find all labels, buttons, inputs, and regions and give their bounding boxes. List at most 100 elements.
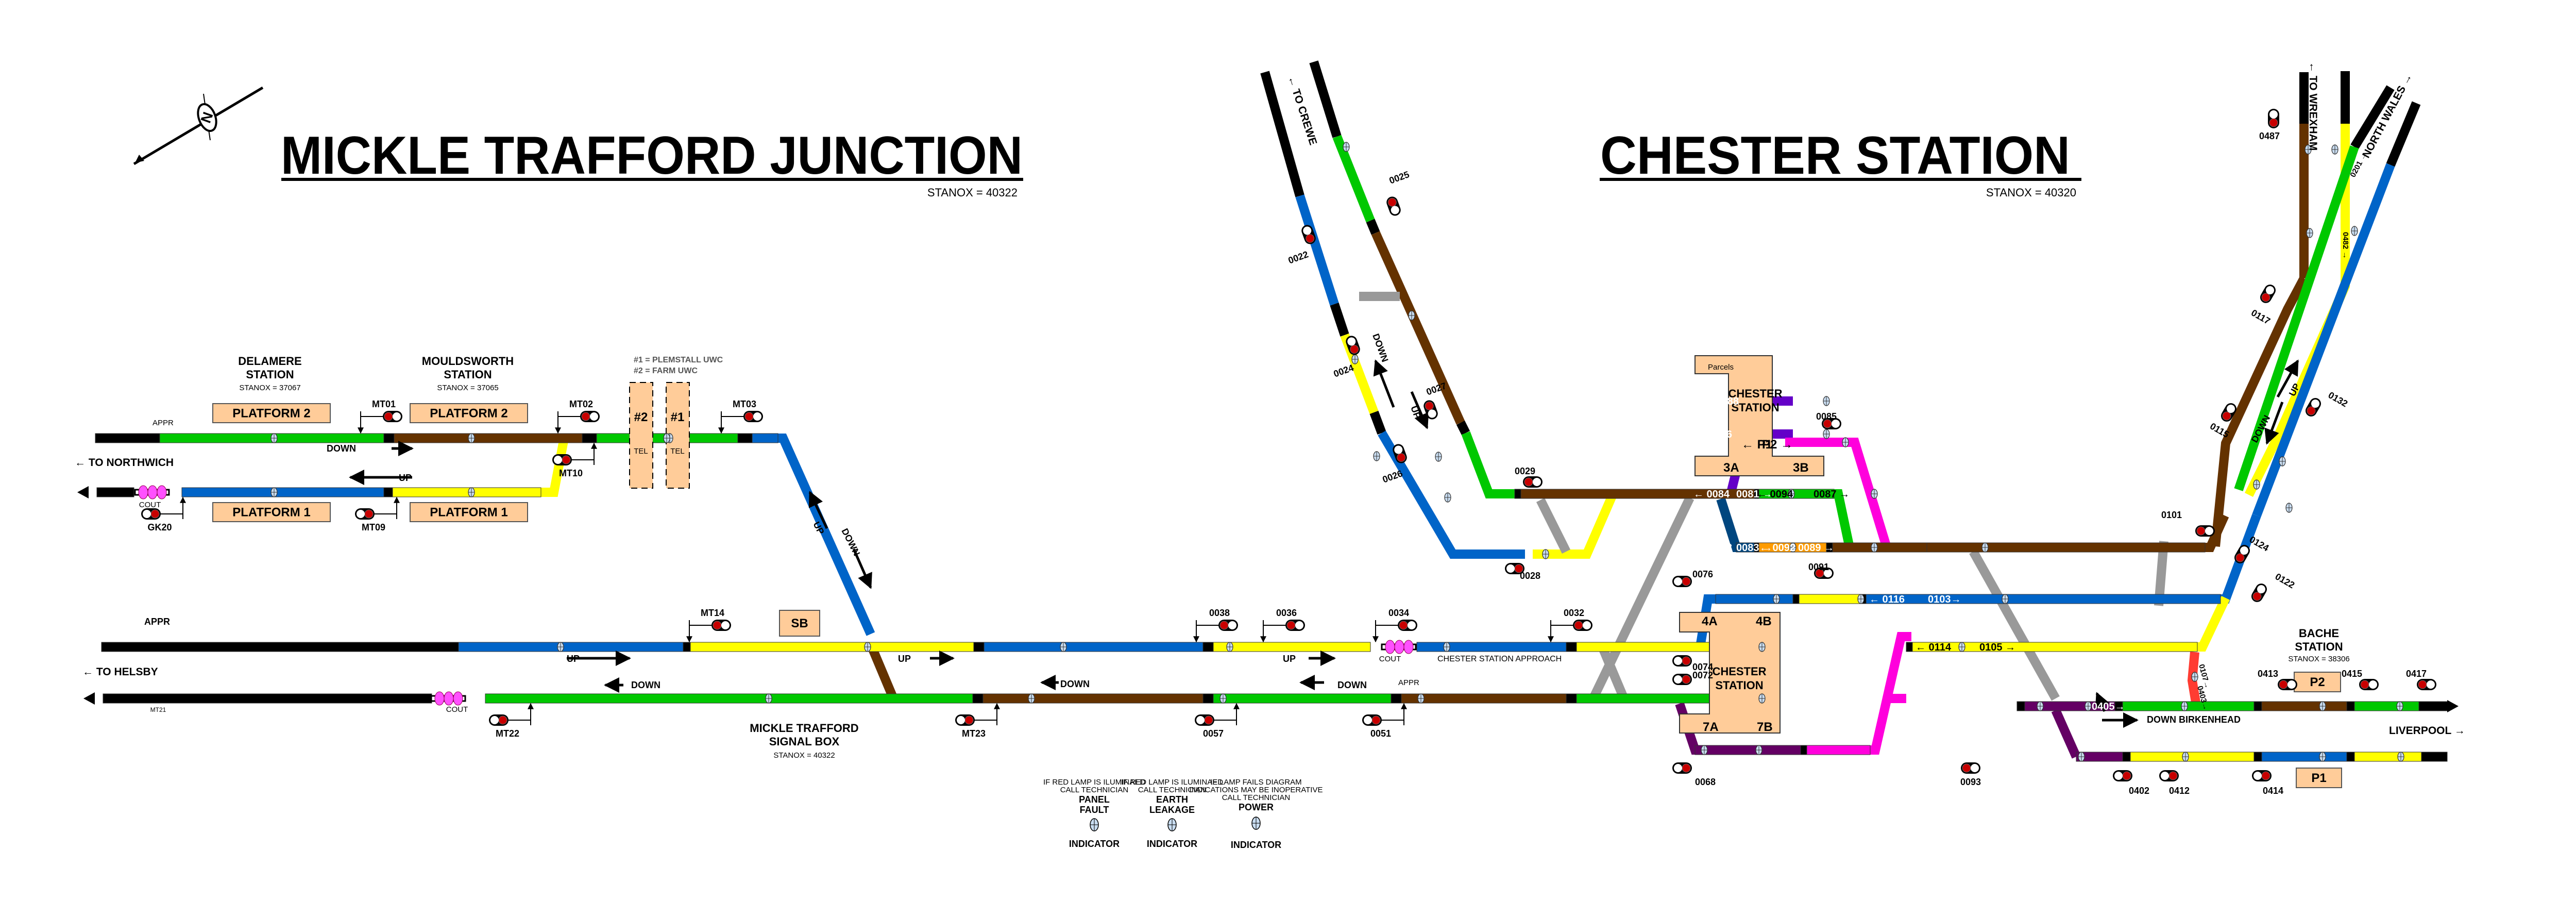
signal-head-icon[interactable]	[1961, 762, 1980, 774]
signal-head-icon[interactable]	[711, 620, 731, 631]
track-section-yellow[interactable]	[2130, 752, 2255, 762]
signal-head-icon[interactable]	[1523, 476, 1543, 488]
track-joint[interactable]	[1330, 303, 1349, 337]
signal-mt10[interactable]: MT10	[552, 442, 597, 478]
signal-head-icon[interactable]	[1672, 576, 1692, 587]
signal-s0029[interactable]: 0029	[1515, 466, 1543, 488]
signal-s0412[interactable]: 0412	[2159, 770, 2190, 796]
track-section-blue[interactable]	[752, 433, 778, 443]
signal-s0074[interactable]: 0074	[1672, 655, 1713, 672]
track-section-black[interactable]	[383, 433, 395, 443]
track-crewe-up-blue-2[interactable]	[1378, 430, 1525, 559]
signal-head-icon[interactable]	[552, 454, 572, 465]
track-joint[interactable]	[1369, 410, 1386, 435]
signal-s0027[interactable]: 0027	[1422, 380, 1448, 421]
signal-mt22[interactable]: MT22	[489, 703, 534, 739]
track-nw-black[interactable]	[2350, 85, 2395, 149]
track-section-brown[interactable]	[1832, 542, 1927, 553]
signal-mt14[interactable]: MT14	[686, 608, 731, 643]
signal-head-icon[interactable]	[2278, 679, 2297, 690]
signal-head-icon[interactable]	[383, 411, 402, 422]
track-section-black[interactable]	[2122, 752, 2131, 762]
track-section-brown[interactable]	[394, 433, 583, 443]
signal-head-icon[interactable]	[1672, 655, 1692, 667]
track-section-blue[interactable]	[1416, 642, 1567, 652]
destination-liverpool[interactable]: LIVERPOOL →	[2389, 725, 2465, 737]
signal-head-icon[interactable]	[2252, 770, 2272, 781]
track-crewe-up-blue[interactable]	[1295, 194, 1339, 306]
track-section-black[interactable]	[1391, 693, 1402, 704]
signal-head-icon[interactable]	[2417, 679, 2436, 690]
signal-head-icon[interactable]	[2159, 770, 2179, 781]
track-wrexham-brown-2[interactable]	[2211, 276, 2308, 547]
track-section-yellow[interactable]	[1799, 594, 1860, 604]
signal-head-icon[interactable]	[1385, 195, 1402, 217]
track-section-black[interactable]	[2253, 752, 2262, 762]
track-section-yellow[interactable]	[1912, 642, 2198, 652]
track-section-black[interactable]	[582, 433, 597, 443]
indicator-lamp-icon[interactable]	[1090, 818, 1099, 831]
track-section-black[interactable]	[96, 487, 134, 497]
track-0078[interactable]	[1716, 497, 1757, 552]
track-nw-blue-black[interactable]	[2386, 101, 2421, 167]
track-nw-blue[interactable]	[2252, 163, 2395, 518]
signal-head-icon[interactable]	[2249, 581, 2269, 604]
signal-s0076[interactable]: 0076	[1672, 569, 1713, 587]
indicator-lamp-icon[interactable]	[1167, 818, 1177, 831]
signal-s0413[interactable]: 0413	[2258, 669, 2297, 690]
track-section-darkpurple[interactable]	[1694, 745, 1801, 755]
track-section-blue[interactable]	[181, 487, 384, 497]
track-section-black[interactable]	[972, 693, 984, 704]
track-section-black[interactable]	[683, 642, 691, 652]
track-section-black[interactable]	[1202, 642, 1214, 652]
signal-head-icon[interactable]	[1398, 620, 1417, 631]
track-section-black[interactable]	[1514, 489, 1521, 499]
signal-s0122[interactable]: 0122	[2249, 571, 2296, 604]
track-section-black[interactable]	[1800, 745, 1807, 755]
track-joint[interactable]	[1366, 219, 1380, 235]
track-section-black[interactable]	[2418, 701, 2449, 711]
signal-s0417[interactable]: 0417	[2406, 669, 2436, 690]
signal-mt09[interactable]: MT09	[355, 496, 400, 532]
signal-head-icon[interactable]	[2219, 401, 2239, 424]
track-crewe-down-green-2[interactable]	[1461, 431, 1515, 498]
track-crewe-down-black[interactable]	[1309, 60, 1342, 138]
signal-head-icon[interactable]	[1218, 620, 1238, 631]
signal-head-icon[interactable]	[1285, 620, 1305, 631]
track-section-black[interactable]	[973, 642, 985, 652]
track-crewe-up-black[interactable]	[1260, 71, 1304, 197]
track-section-green[interactable]	[1213, 693, 1392, 704]
signal-head-icon[interactable]	[1300, 223, 1317, 245]
signal-s0115[interactable]: 0115	[2208, 401, 2239, 440]
track-section-black[interactable]	[2253, 701, 2262, 711]
signal-head-icon[interactable]	[1362, 714, 1382, 726]
track-section-green[interactable]	[2122, 701, 2255, 711]
track-purple-up[interactable]	[2051, 708, 2081, 759]
signal-0036[interactable]: 0036	[1260, 608, 1305, 643]
destination-helsby[interactable]: ← TO HELSBY	[82, 666, 158, 678]
destination-crewe[interactable]: ← TO CREWE	[1285, 74, 1319, 146]
track-section-yellow[interactable]	[392, 487, 541, 497]
signal-head-icon[interactable]	[2359, 679, 2379, 690]
track-section-black[interactable]	[1566, 642, 1577, 652]
track-0105-up[interactable]	[2197, 596, 2230, 652]
track-section-yellow[interactable]	[1213, 642, 1371, 652]
signal-s0414[interactable]: 0414	[2252, 770, 2283, 796]
signal-head-icon[interactable]	[1672, 674, 1692, 685]
signal-head-icon[interactable]	[2113, 770, 2132, 781]
signal-head-icon[interactable]	[1822, 418, 1841, 429]
track-0107-red[interactable]	[2187, 652, 2200, 703]
signal-head-icon[interactable]	[580, 411, 600, 422]
track-section-blue[interactable]	[1715, 594, 1793, 604]
signal-s0025[interactable]: 0025	[1385, 169, 1411, 217]
track-0087-green[interactable]	[1834, 489, 1854, 548]
signal-s0117[interactable]: 0117	[2249, 282, 2278, 326]
signal-s0068[interactable]: 0068	[1672, 762, 1716, 787]
signal-s0072[interactable]: 0072	[1672, 670, 1713, 685]
track-section-black[interactable]	[1906, 642, 1913, 652]
signal-head-icon[interactable]	[1672, 762, 1692, 774]
signal-head-icon[interactable]	[141, 508, 161, 520]
signal-s0124[interactable]: 0124	[2232, 534, 2270, 565]
track-section-brown[interactable]	[1926, 542, 2206, 553]
signal-s0402[interactable]: 0402	[2113, 770, 2149, 796]
